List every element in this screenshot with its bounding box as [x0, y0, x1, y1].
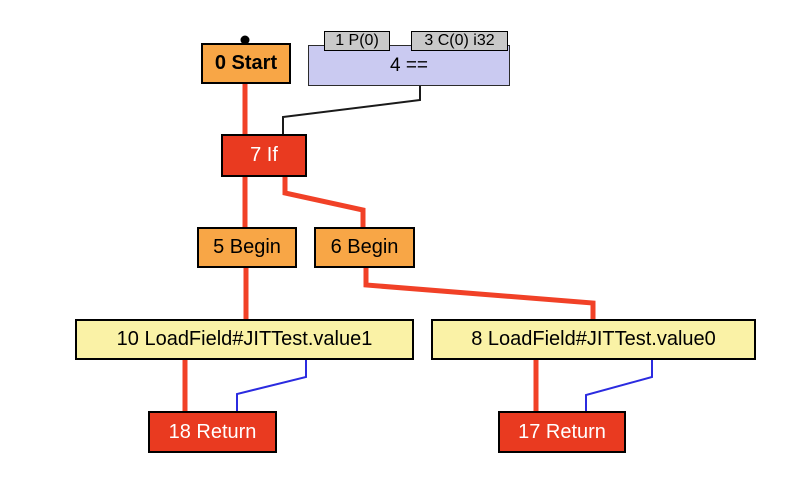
edge-load10-to-return18-data — [236, 360, 307, 411]
node-return17-label: 17 Return — [518, 420, 606, 443]
edge-eq-to-if — [282, 86, 421, 134]
edge-load8-to-return17-data — [585, 360, 653, 411]
node-start[interactable]: 0 Start — [201, 43, 291, 84]
input-slot-param0[interactable]: 1 P(0) — [324, 31, 390, 51]
node-begin6[interactable]: 6 Begin — [314, 227, 415, 268]
node-if[interactable]: 7 If — [221, 134, 307, 177]
node-begin5-label: 5 Begin — [213, 236, 281, 258]
node-return18[interactable]: 18 Return — [148, 411, 277, 453]
input-slot-const0[interactable]: 3 C(0) i32 — [411, 31, 508, 51]
node-begin5[interactable]: 5 Begin — [197, 227, 297, 268]
node-loadfield-value0-label: 8 LoadField#JITTest.value0 — [471, 328, 716, 350]
node-if-label: 7 If — [250, 144, 278, 166]
input-slot-const0-label: 3 C(0) i32 — [424, 32, 495, 49]
node-begin6-label: 6 Begin — [330, 236, 399, 258]
node-return17[interactable]: 17 Return — [498, 411, 626, 453]
edge-if-to-begin6 — [282, 177, 366, 227]
start-anchor-dot — [240, 35, 250, 45]
node-loadfield-value0[interactable]: 8 LoadField#JITTest.value0 — [431, 319, 756, 360]
node-eq-label: 4 == — [389, 54, 429, 76]
node-loadfield-value1[interactable]: 10 LoadField#JITTest.value1 — [75, 319, 414, 360]
node-loadfield-value1-label: 10 LoadField#JITTest.value1 — [116, 328, 373, 350]
input-slot-param0-label: 1 P(0) — [335, 32, 379, 49]
node-return18-label: 18 Return — [168, 420, 257, 443]
node-start-label: 0 Start — [214, 52, 278, 74]
edge-begin6-to-load8 — [363, 268, 596, 319]
node-eq[interactable]: 4 == — [308, 45, 510, 86]
